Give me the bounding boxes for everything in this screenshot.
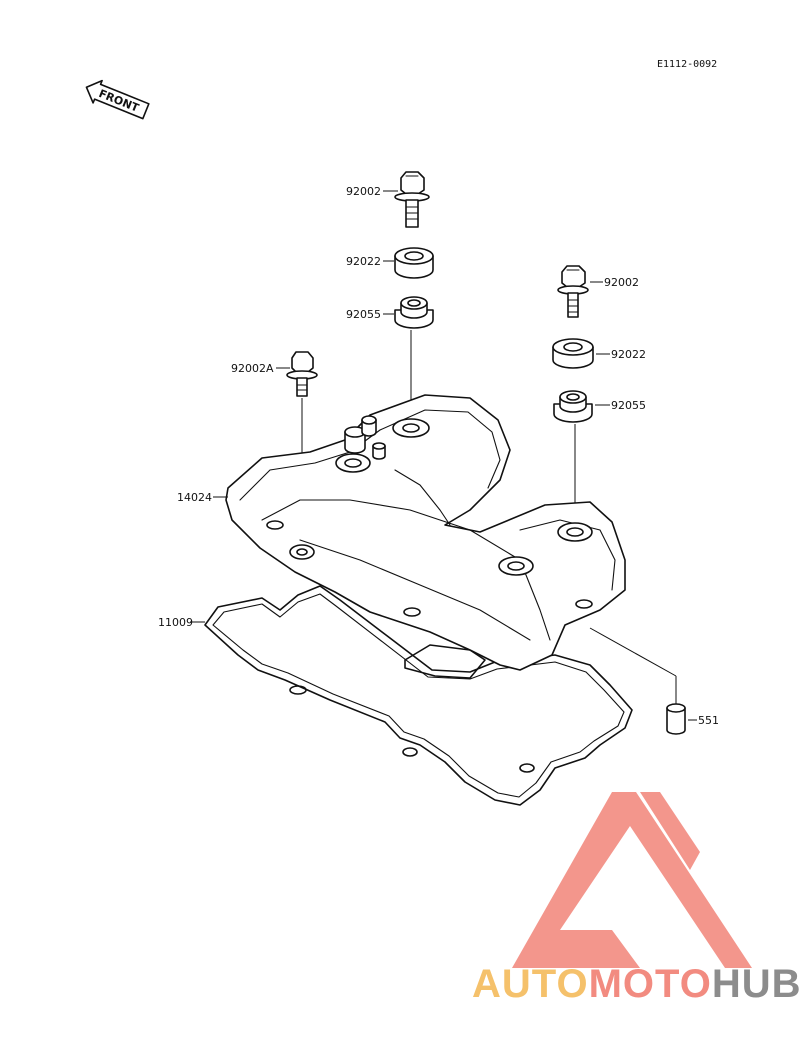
watermark-triangle-icon — [512, 792, 752, 968]
bolt-left — [394, 171, 430, 228]
gasket — [204, 585, 633, 806]
grommet-left — [394, 296, 434, 329]
washer-right — [552, 338, 594, 369]
watermark-inner-mark-icon — [640, 792, 700, 870]
bolt-a — [286, 351, 318, 397]
label-dowel: 551 — [698, 714, 719, 727]
label-washer-right: 92022 — [611, 348, 646, 361]
label-gasket: 11009 — [158, 616, 193, 629]
label-grommet-left: 92055 — [346, 308, 381, 321]
label-bolt-right: 92002 — [604, 276, 639, 289]
valve-cover — [225, 394, 626, 671]
label-washer-left: 92022 — [346, 255, 381, 268]
reference-code: E1112-0092 — [657, 59, 717, 70]
watermark-text: AUTOMOTOHUB — [472, 962, 800, 1006]
dowel-pin — [666, 703, 686, 735]
label-grommet-right: 92055 — [611, 399, 646, 412]
label-bolt-a: 92002A — [231, 362, 274, 375]
washer-left — [394, 247, 434, 279]
watermark-word-hub: HUB — [712, 962, 800, 1006]
front-arrow-icon: FRONT — [85, 79, 150, 120]
label-cover: 14024 — [177, 491, 212, 504]
grommet-right — [553, 390, 593, 423]
watermark-word-auto: AUTO — [472, 962, 589, 1006]
label-bolt-left: 92002 — [346, 185, 381, 198]
watermark-logo — [512, 792, 752, 968]
bolt-right — [557, 265, 589, 318]
watermark-word-moto: MOTO — [589, 962, 712, 1006]
